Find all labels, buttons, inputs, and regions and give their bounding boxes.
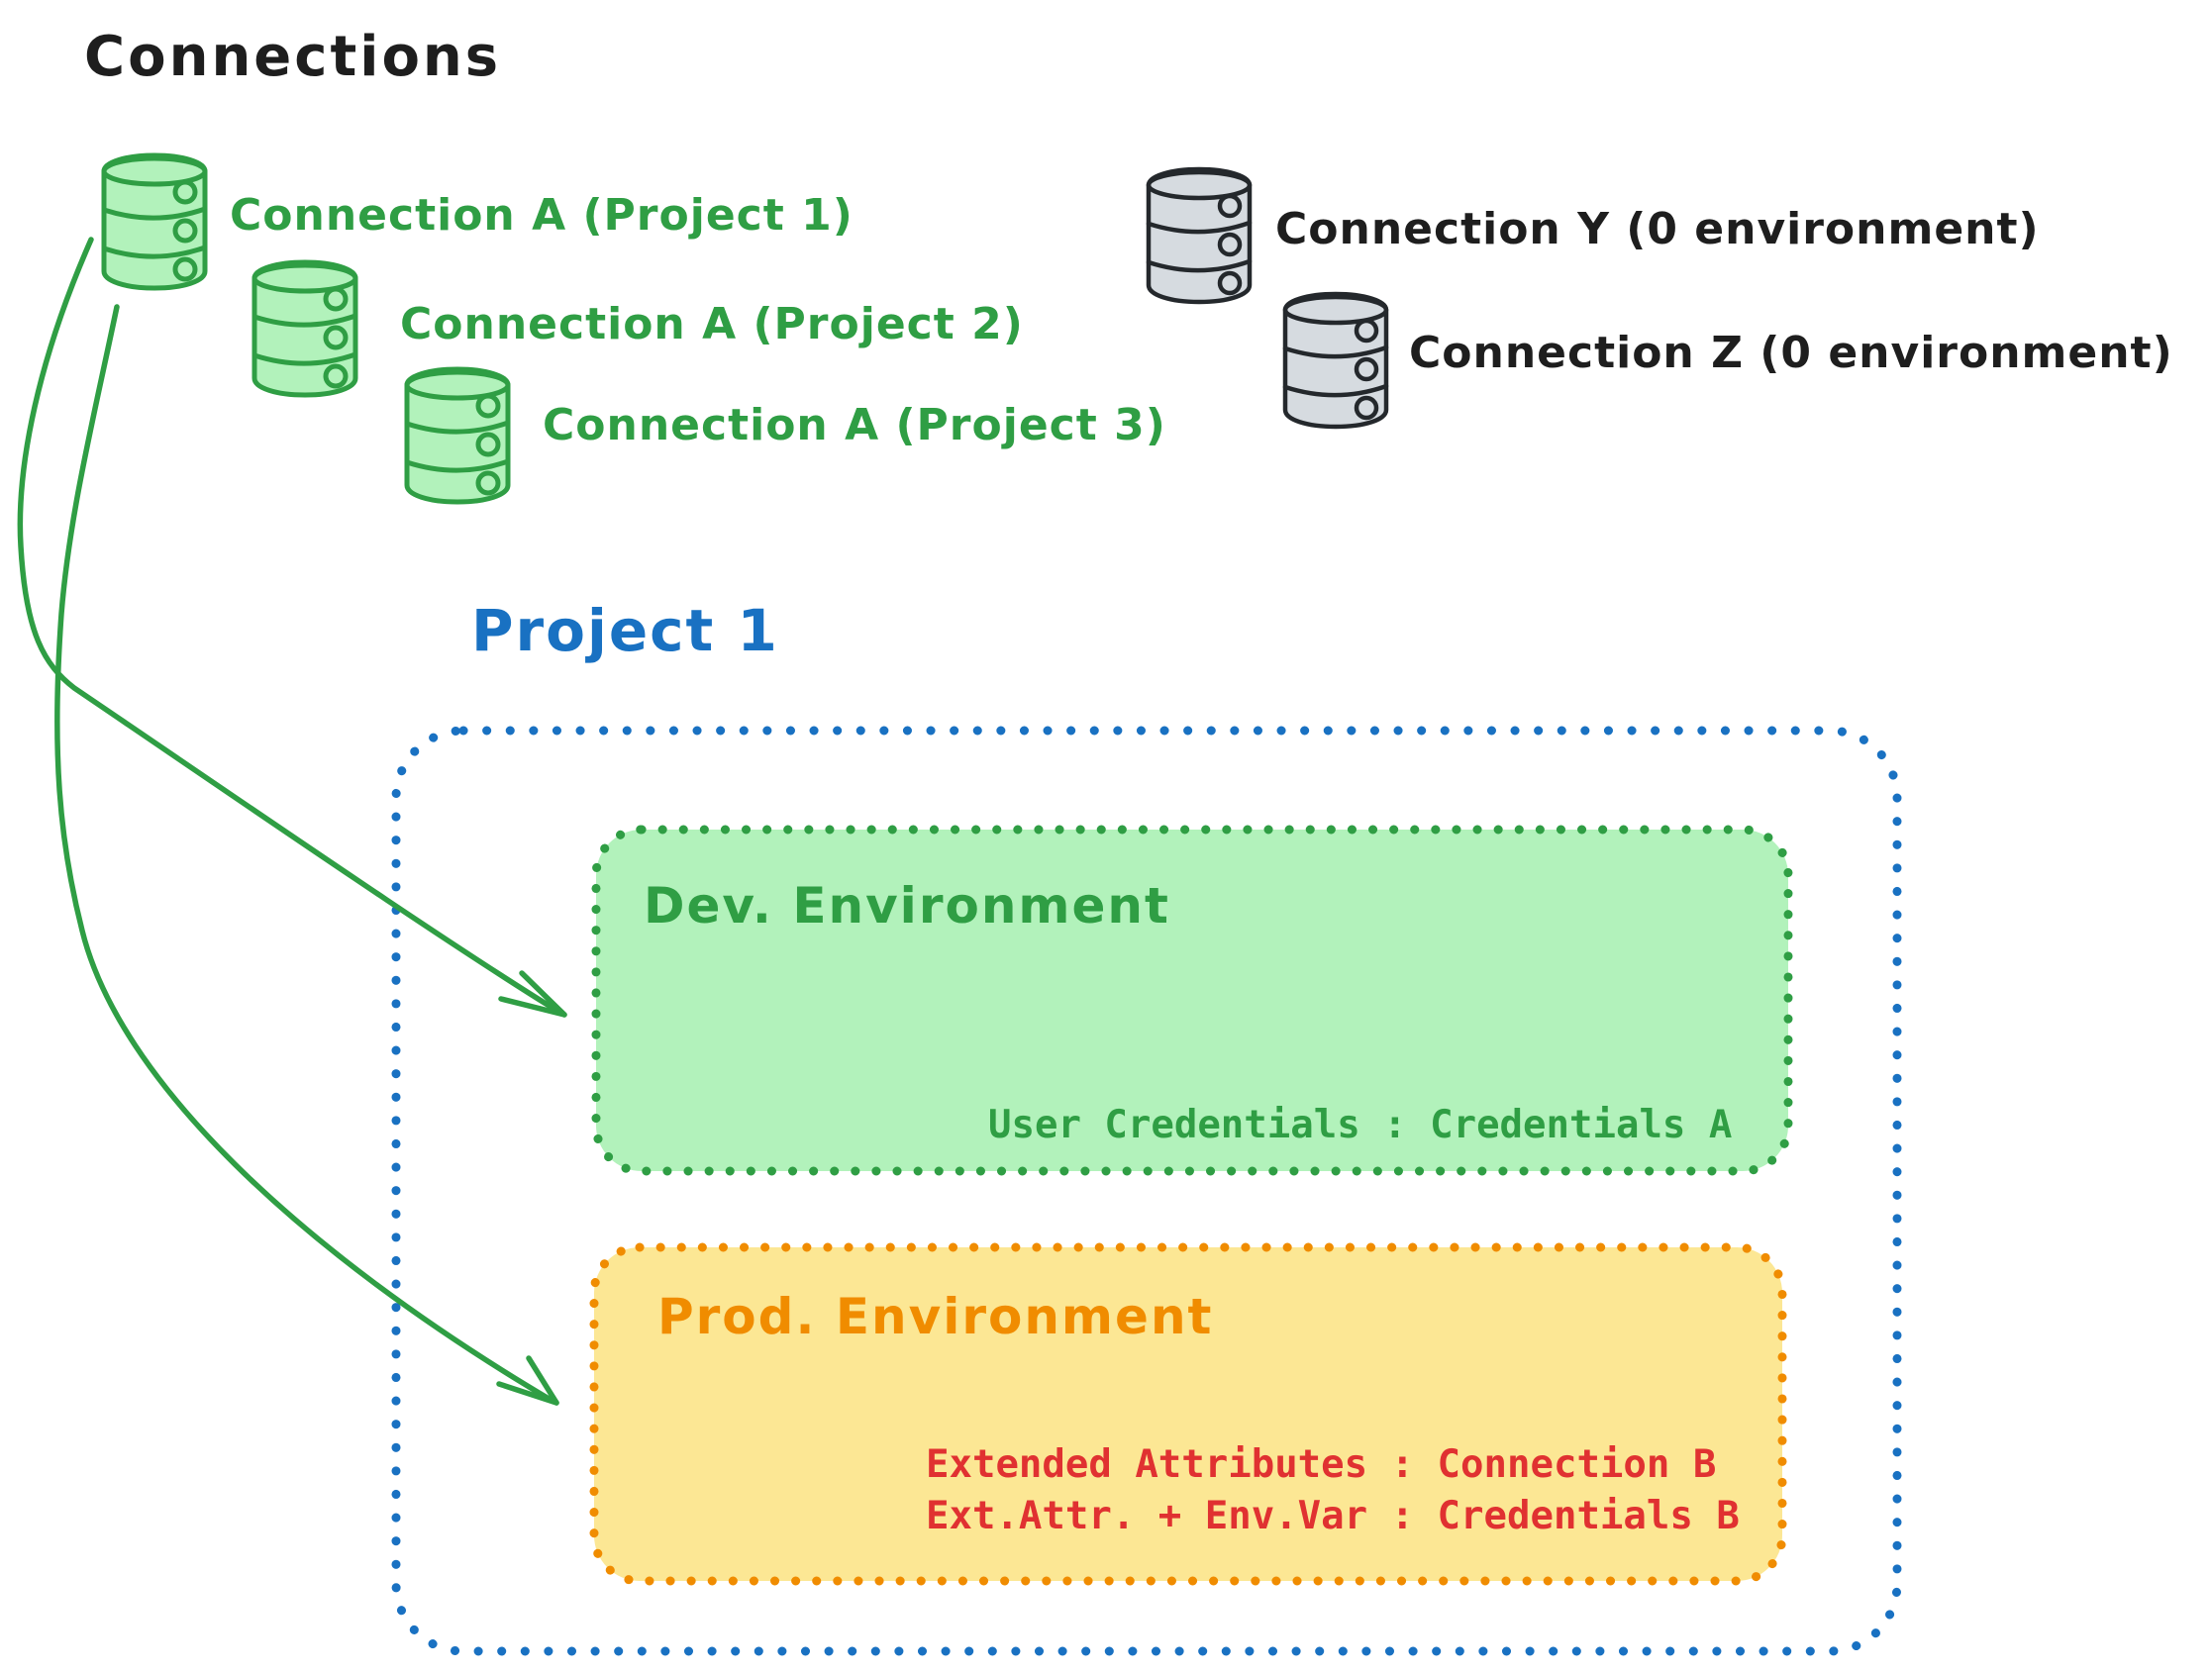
prod-environment-title: Prod. Environment <box>657 1288 1214 1345</box>
arrow-connection-a-to-dev <box>17 237 567 1018</box>
database-icon-connection-a-project-3 <box>407 369 508 502</box>
dev-environment-title: Dev. Environment <box>644 877 1170 935</box>
prod-mapping-ext-attr-env-var: Ext.Attr. + Env.Var : Credentials B <box>926 1494 1740 1538</box>
arrow-connection-a-to-prod <box>54 304 559 1406</box>
dev-credentials-mapping: User Credentials : Credentials A <box>988 1103 1733 1147</box>
database-icon-connection-z <box>1285 294 1386 427</box>
connection-y-label: Connection Y (0 environment) <box>1275 204 2040 254</box>
database-icon-connection-a-project-1 <box>104 155 205 288</box>
database-icon-connection-a-project-2 <box>254 262 355 395</box>
prod-environment-box <box>589 1242 1787 1586</box>
database-icon-connection-y <box>1149 169 1250 302</box>
prod-mappings: Extended Attributes : Connection B Ext.A… <box>926 1439 1740 1542</box>
connection-a-project-3-label: Connection A (Project 3) <box>543 400 1166 450</box>
project-1-boundary <box>391 726 1902 1656</box>
connection-z-label: Connection Z (0 environment) <box>1409 328 2173 378</box>
connection-a-project-1-label: Connection A (Project 1) <box>230 190 854 241</box>
diagram-title: Connections <box>84 25 502 89</box>
dev-environment-box <box>591 825 1793 1176</box>
connection-a-project-2-label: Connection A (Project 2) <box>400 299 1024 349</box>
prod-mapping-extended-attributes: Extended Attributes : Connection B <box>926 1442 1717 1487</box>
project-1-title: Project 1 <box>471 597 779 664</box>
